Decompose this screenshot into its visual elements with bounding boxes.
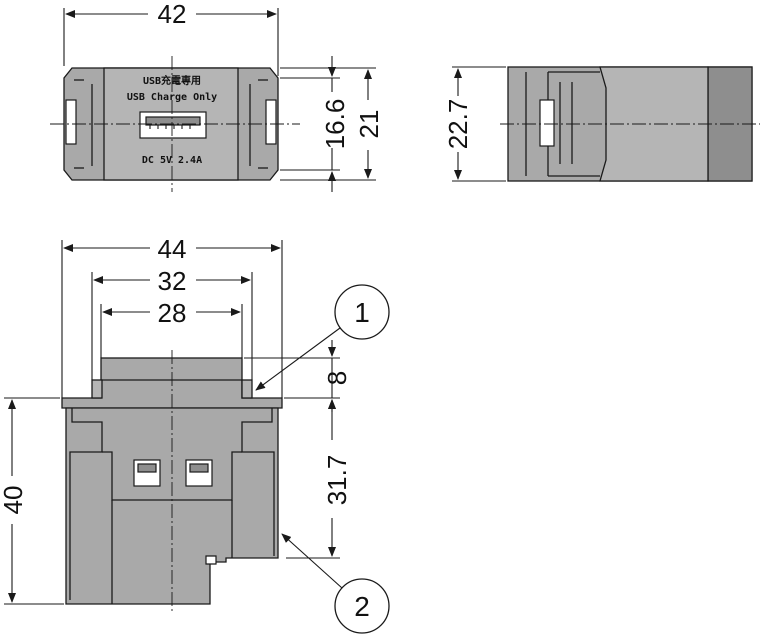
dim-22-7: 22.7 <box>443 99 473 150</box>
bottom-right-tab <box>241 379 253 399</box>
callout-2-label: 2 <box>354 591 370 622</box>
callout-1: 1 <box>255 284 390 391</box>
dim-21: 21 <box>354 110 384 139</box>
side-clip <box>539 99 555 147</box>
usb-port-tongue <box>145 116 201 126</box>
front-left-clip <box>65 99 77 145</box>
faceplate-label-en: USB Charge Only <box>127 92 217 103</box>
dim-31-7: 31.7 <box>322 455 352 506</box>
side-view: 22.7 <box>443 66 760 182</box>
bottom-view: 44 32 28 8 31.7 40 <box>0 234 352 612</box>
bottom-left-tab <box>91 379 103 399</box>
callout-2-circle <box>334 578 390 634</box>
front-right-clip <box>265 99 277 145</box>
dim-42: 42 <box>158 0 187 29</box>
terminal-left-screw <box>137 463 157 473</box>
dim-16-6: 16.6 <box>320 99 350 150</box>
terminal-right-screw <box>189 463 209 473</box>
callout-1-circle <box>334 284 390 340</box>
dim-44: 44 <box>158 234 187 264</box>
usb-port-pins <box>149 125 191 129</box>
dim-8: 8 <box>322 371 352 385</box>
dim-40: 40 <box>0 486 28 515</box>
dim-32: 32 <box>158 266 187 296</box>
front-view: USB充電専用 USB Charge Only DC 5V 2.4A 42 16… <box>50 0 384 192</box>
bottom-notch <box>205 555 217 565</box>
dim-28: 28 <box>158 298 187 328</box>
faceplate-rating: DC 5V 2.4A <box>142 155 202 166</box>
callout-1-label: 1 <box>354 297 370 328</box>
callout-2: 2 <box>281 533 390 634</box>
